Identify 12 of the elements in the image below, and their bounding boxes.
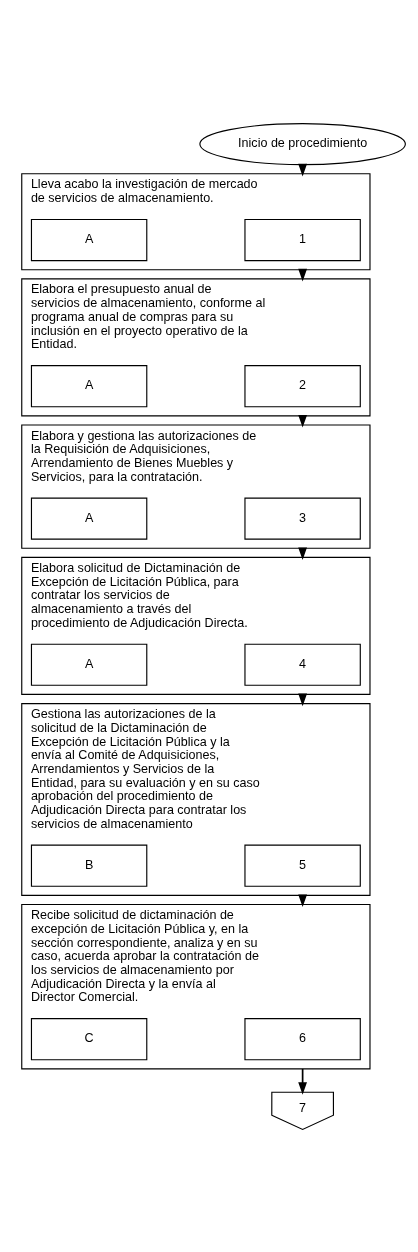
node-box: A xyxy=(30,497,148,540)
node-box: B xyxy=(30,844,148,887)
node-box: 6 xyxy=(244,1017,361,1060)
node-box: A xyxy=(30,643,148,686)
node-box: 4 xyxy=(244,643,361,686)
node-box: A xyxy=(30,364,148,407)
node-box: A xyxy=(30,218,148,261)
node-box: 5 xyxy=(244,844,361,887)
node-box: 2 xyxy=(244,364,361,407)
node-box: 3 xyxy=(244,497,361,540)
node-box: 1 xyxy=(244,218,361,261)
node-box: C xyxy=(30,1017,148,1060)
